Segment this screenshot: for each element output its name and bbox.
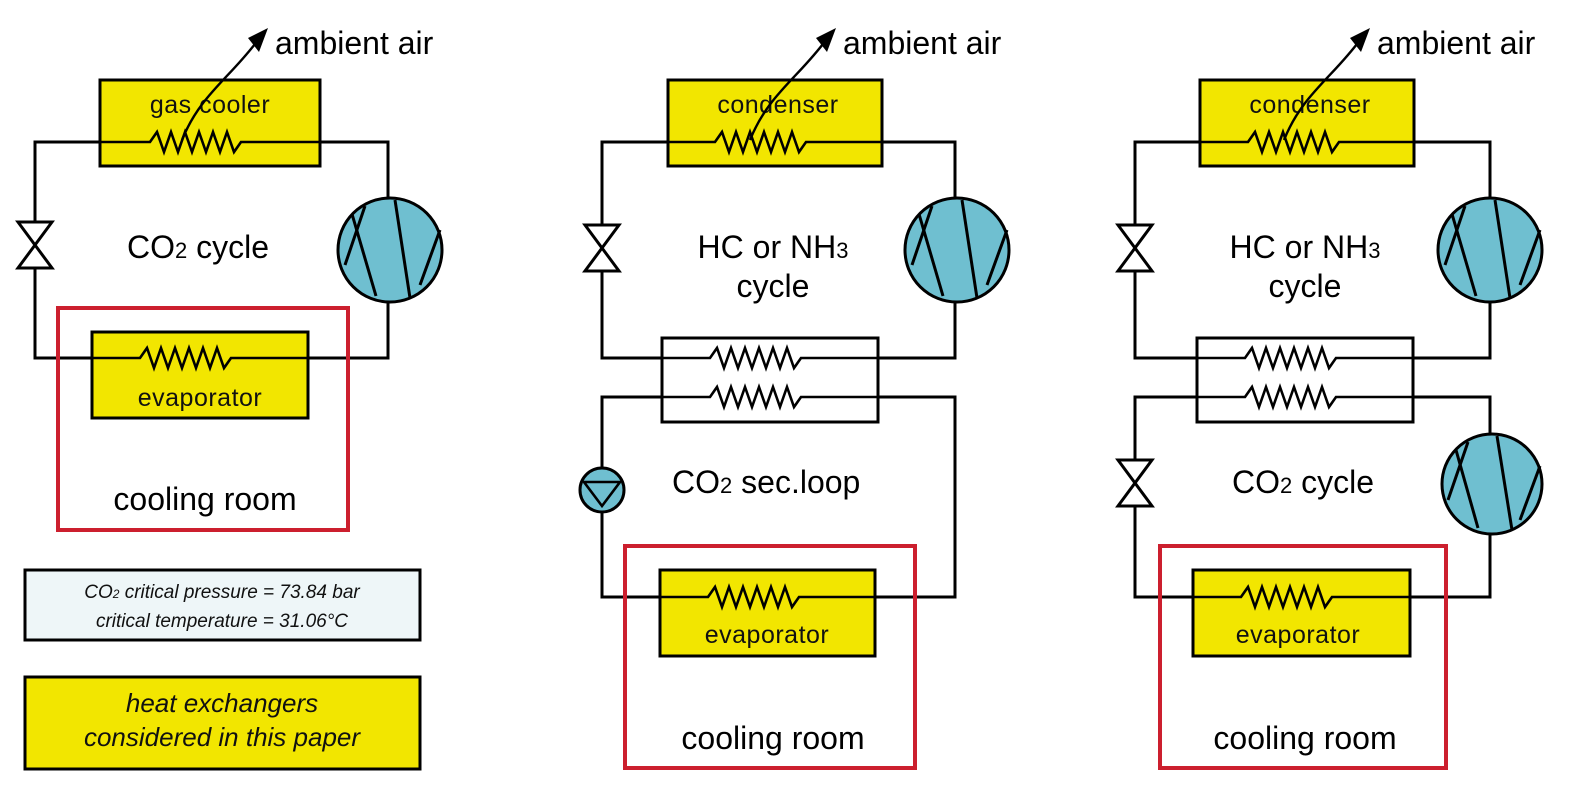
pump-icon (578, 466, 626, 514)
co2-sec-loop-label: CO2 sec.loop (672, 464, 860, 500)
condenser-coil (1200, 128, 1414, 156)
evaporator-coil (660, 583, 875, 611)
hc-nh3-cycle-label-line2: cycle (737, 268, 810, 304)
cooling-room-label: cooling room (1213, 720, 1396, 756)
cooling-room-box (1158, 544, 1448, 770)
ambient-arrow (180, 39, 259, 141)
panel-hc-nh3-co2-cascade: condenser ambient air HC or NH3 cycle (1115, 25, 1544, 770)
condenser-box (666, 78, 884, 168)
compressor-icon (1436, 196, 1544, 304)
condenser-coil (668, 128, 882, 156)
cooling-room-box (623, 544, 917, 770)
condenser-box (1198, 78, 1416, 168)
critical-point-info: CO2 critical pressure = 73.84 bar critic… (23, 568, 422, 642)
critical-pressure-text: CO2 critical pressure = 73.84 bar (84, 582, 360, 603)
cooling-room-label: cooling room (113, 481, 296, 517)
legend-line-1: heat exchangers (126, 688, 318, 718)
ambient-air-label: ambient air (1377, 25, 1536, 61)
gas-cooler-coil (100, 128, 320, 156)
evaporator-coil (1193, 583, 1410, 611)
co2-cycle-label: CO2 cycle (1232, 464, 1374, 500)
evaporator-label: evaporator (138, 384, 263, 412)
expansion-valve-icon (15, 220, 55, 270)
compressor-icon (903, 196, 1011, 304)
evaporator-label: evaporator (1236, 621, 1361, 649)
ambient-arrow-head (816, 28, 836, 52)
evaporator-box (658, 568, 877, 658)
hc-nh3-cycle-label: HC or NH3 (698, 229, 849, 265)
ambient-arrow (748, 39, 827, 141)
co2-cycle-label: CO2 cycle (127, 229, 269, 265)
cooling-room-box (56, 306, 350, 532)
evaporator-label: evaporator (705, 621, 830, 649)
cascade-heat-exchanger (660, 336, 880, 424)
ambient-arrow-head (1350, 28, 1370, 52)
hc-nh3-cycle-label: HC or NH3 (1230, 229, 1381, 265)
critical-temperature-text: critical temperature = 31.06°C (96, 611, 348, 632)
ambient-arrow-head (248, 28, 268, 52)
compressor-icon (1440, 432, 1544, 536)
evaporator-box (1191, 568, 1412, 658)
panel-co2-cycle: gas cooler ambient air CO2 cycle evapora… (15, 25, 444, 771)
ambient-arrow (1282, 39, 1361, 141)
cooling-room-label: cooling room (681, 720, 864, 756)
expansion-valve-icon (1115, 458, 1155, 508)
legend-heat-exchangers: heat exchangers considered in this paper (23, 675, 422, 771)
legend-line-2: considered in this paper (84, 722, 361, 752)
compressor-icon (336, 196, 444, 304)
expansion-valve-icon (1115, 223, 1155, 273)
evaporator-coil (92, 344, 308, 372)
expansion-valve-icon (582, 223, 622, 273)
panel-hc-nh3-secondary-loop: condenser ambient air HC or NH3 cycle (578, 25, 1011, 770)
hc-nh3-cycle-label-line2: cycle (1269, 268, 1342, 304)
ambient-air-label: ambient air (275, 25, 434, 61)
cascade-heat-exchanger (1195, 336, 1415, 424)
ambient-air-label: ambient air (843, 25, 1002, 61)
evaporator-box (90, 330, 310, 420)
